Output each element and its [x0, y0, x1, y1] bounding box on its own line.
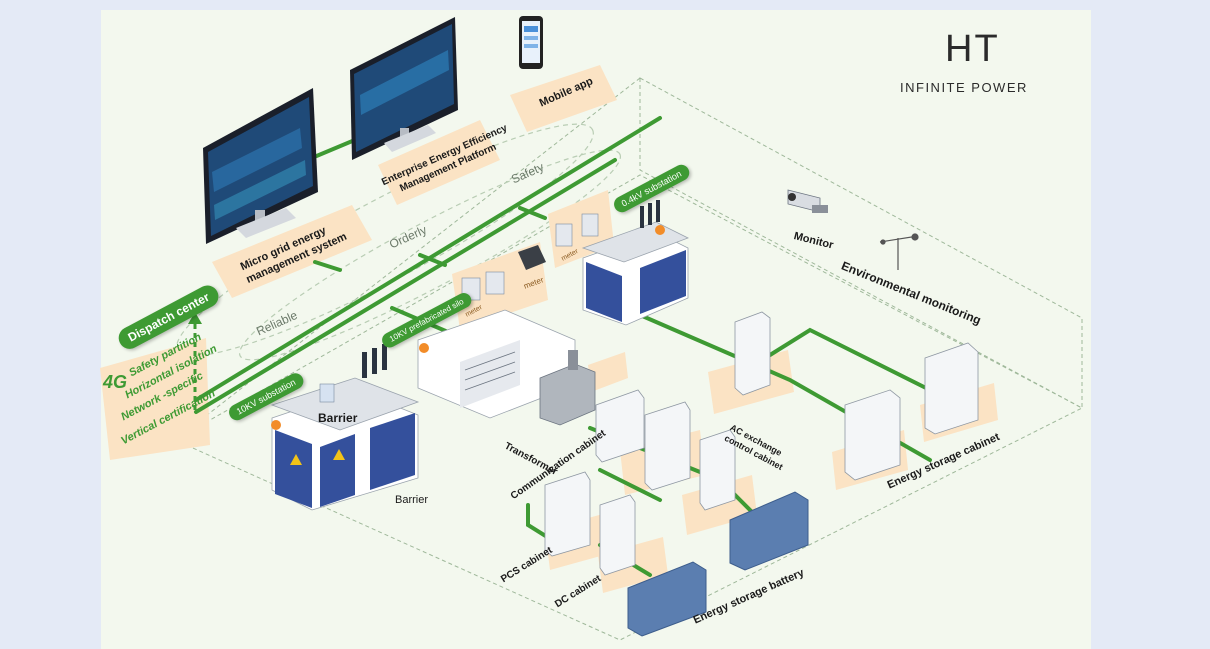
brand-tagline: INFINITE POWER — [900, 80, 1028, 95]
environmental-station-icon — [879, 233, 919, 270]
battery-containers — [627, 491, 809, 637]
network-4g-badge: 4G — [103, 372, 128, 392]
prefab-silo — [417, 309, 576, 419]
brand-logo: HT — [945, 28, 1000, 70]
dispatch-arrowhead — [188, 312, 202, 324]
enterprise-monitor — [350, 17, 458, 160]
barrier-bottom-label: Barrier — [395, 494, 429, 506]
substation-04kv-building — [581, 200, 689, 326]
substation-10kv-building — [270, 344, 420, 511]
alarm-indicators — [271, 225, 665, 430]
mobile-phone — [519, 16, 543, 69]
transformer-unit — [539, 350, 596, 426]
network-lines — [194, 96, 932, 577]
micro-grid-monitor — [203, 88, 318, 244]
barrier-top-label: Barrier — [318, 411, 358, 425]
cabinets — [544, 311, 979, 576]
monitor-camera-icon — [787, 189, 828, 213]
